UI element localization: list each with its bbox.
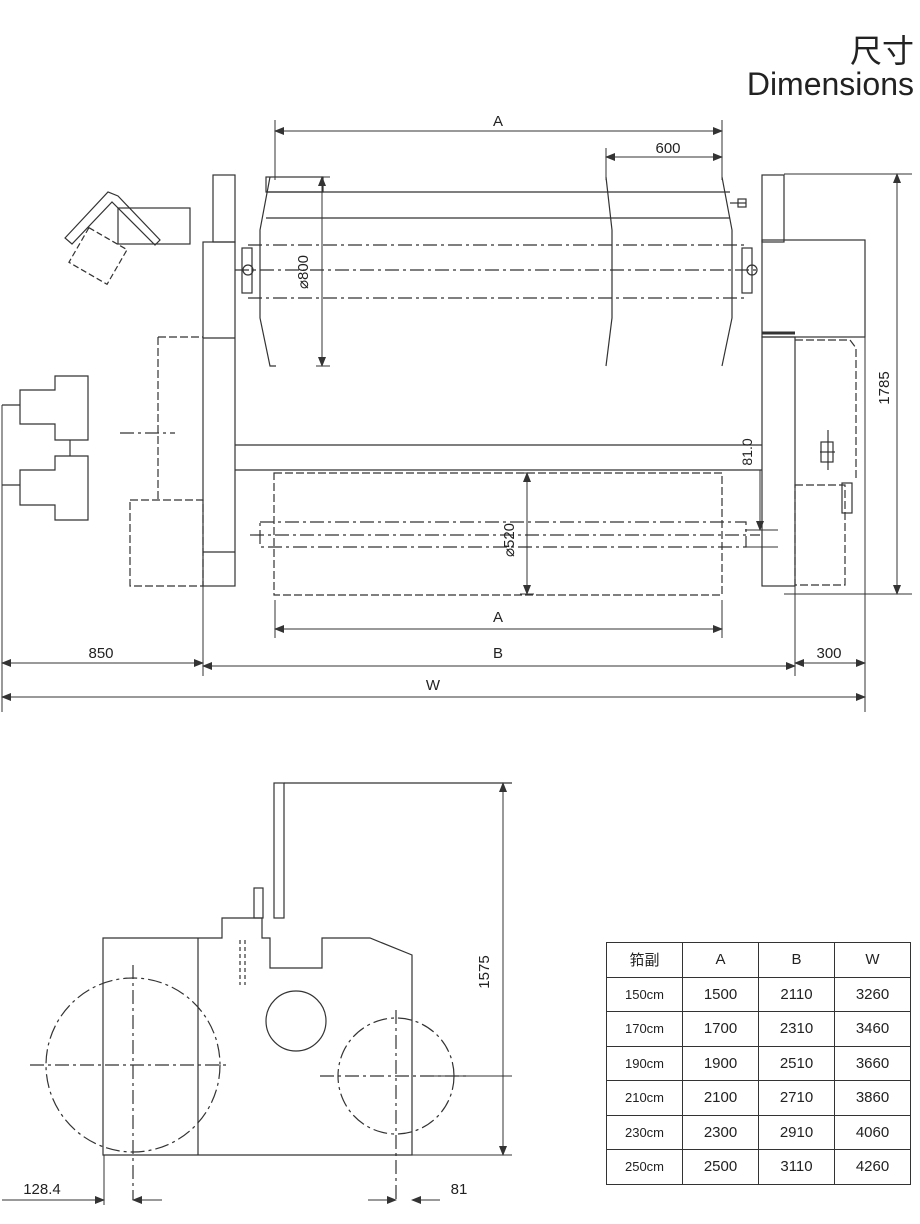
table-cell: 3460: [834, 1011, 911, 1047]
table-cell: 3660: [834, 1045, 911, 1081]
dim-label-300: 300: [816, 645, 841, 662]
title-english: Dimensions: [746, 66, 914, 102]
table-cell: 4260: [834, 1149, 911, 1185]
dimension-spec-table: 筘副 A B W 150cm 1500 2110 3260 170cm 1700…: [606, 942, 911, 1185]
table-cell: 2110: [758, 976, 835, 1012]
dim-label-w: W: [426, 677, 441, 694]
side-view-dimensions: [2, 782, 512, 1205]
table-cell: 230cm: [606, 1114, 683, 1150]
table-cell: 3860: [834, 1080, 911, 1116]
table-header: 筘副: [606, 942, 683, 978]
dim-label-81-side: 81: [451, 1181, 468, 1198]
extension-lines: [1, 120, 912, 712]
table-cell: 2910: [758, 1114, 835, 1150]
table-row: 190cm 1900 2510 3660: [606, 1045, 911, 1081]
batching-roller: [250, 472, 760, 596]
side-view-rollers: [30, 965, 470, 1200]
table-cell: 3110: [758, 1149, 835, 1185]
table-cell: 4060: [834, 1114, 911, 1150]
table-cell: 3260: [834, 976, 911, 1012]
tilted-motor: [64, 191, 191, 286]
table-cell: 1500: [682, 976, 759, 1012]
dim-label-a-top: A: [493, 113, 503, 130]
table-cell: 2100: [682, 1080, 759, 1116]
table-cell: 2710: [758, 1080, 835, 1116]
dim-label-850: 850: [88, 645, 113, 662]
right-frame: [761, 174, 866, 587]
table-row: 250cm 2500 3110 4260: [606, 1149, 911, 1185]
table-cell: 2310: [758, 1011, 835, 1047]
table-row: 150cm 1500 2110 3260: [606, 976, 911, 1012]
dim-label-b: B: [493, 645, 503, 662]
side-view-frame: [102, 782, 512, 1156]
table-row: 210cm 2100 2710 3860: [606, 1080, 911, 1116]
cross-beam: [235, 444, 762, 471]
table-row: 170cm 1700 2310 3460: [606, 1011, 911, 1047]
dim-label-1785: 1785: [876, 371, 893, 404]
dim-label-dia520: ⌀520: [501, 523, 518, 557]
table-header: W: [834, 942, 911, 978]
dim-label-81: 81.0: [739, 438, 755, 465]
table-header: A: [682, 942, 759, 978]
dimension-lines: [1, 127, 901, 701]
dim-label-dia800: ⌀800: [295, 255, 312, 289]
table-cell: 1700: [682, 1011, 759, 1047]
left-frame: [202, 174, 236, 587]
table-cell: 2500: [682, 1149, 759, 1185]
table-cell: 2510: [758, 1045, 835, 1081]
table-cell: 170cm: [606, 1011, 683, 1047]
dim-label-600: 600: [655, 140, 680, 157]
table-cell: 210cm: [606, 1080, 683, 1116]
table-cell: 190cm: [606, 1045, 683, 1081]
dim-label-128: 128.4: [23, 1181, 61, 1198]
table-cell: 150cm: [606, 976, 683, 1012]
title-chinese: 尺寸: [849, 32, 914, 70]
table-header: B: [758, 942, 835, 978]
main-roller: [235, 176, 760, 367]
dim-label-a-bottom: A: [493, 609, 503, 626]
left-attachments: [2, 336, 204, 587]
table-header-row: 筘副 A B W: [606, 942, 911, 978]
table-cell: 250cm: [606, 1149, 683, 1185]
dim-label-1575: 1575: [476, 955, 493, 988]
table-cell: 1900: [682, 1045, 759, 1081]
table-row: 230cm 2300 2910 4060: [606, 1114, 911, 1150]
table-cell: 2300: [682, 1114, 759, 1150]
